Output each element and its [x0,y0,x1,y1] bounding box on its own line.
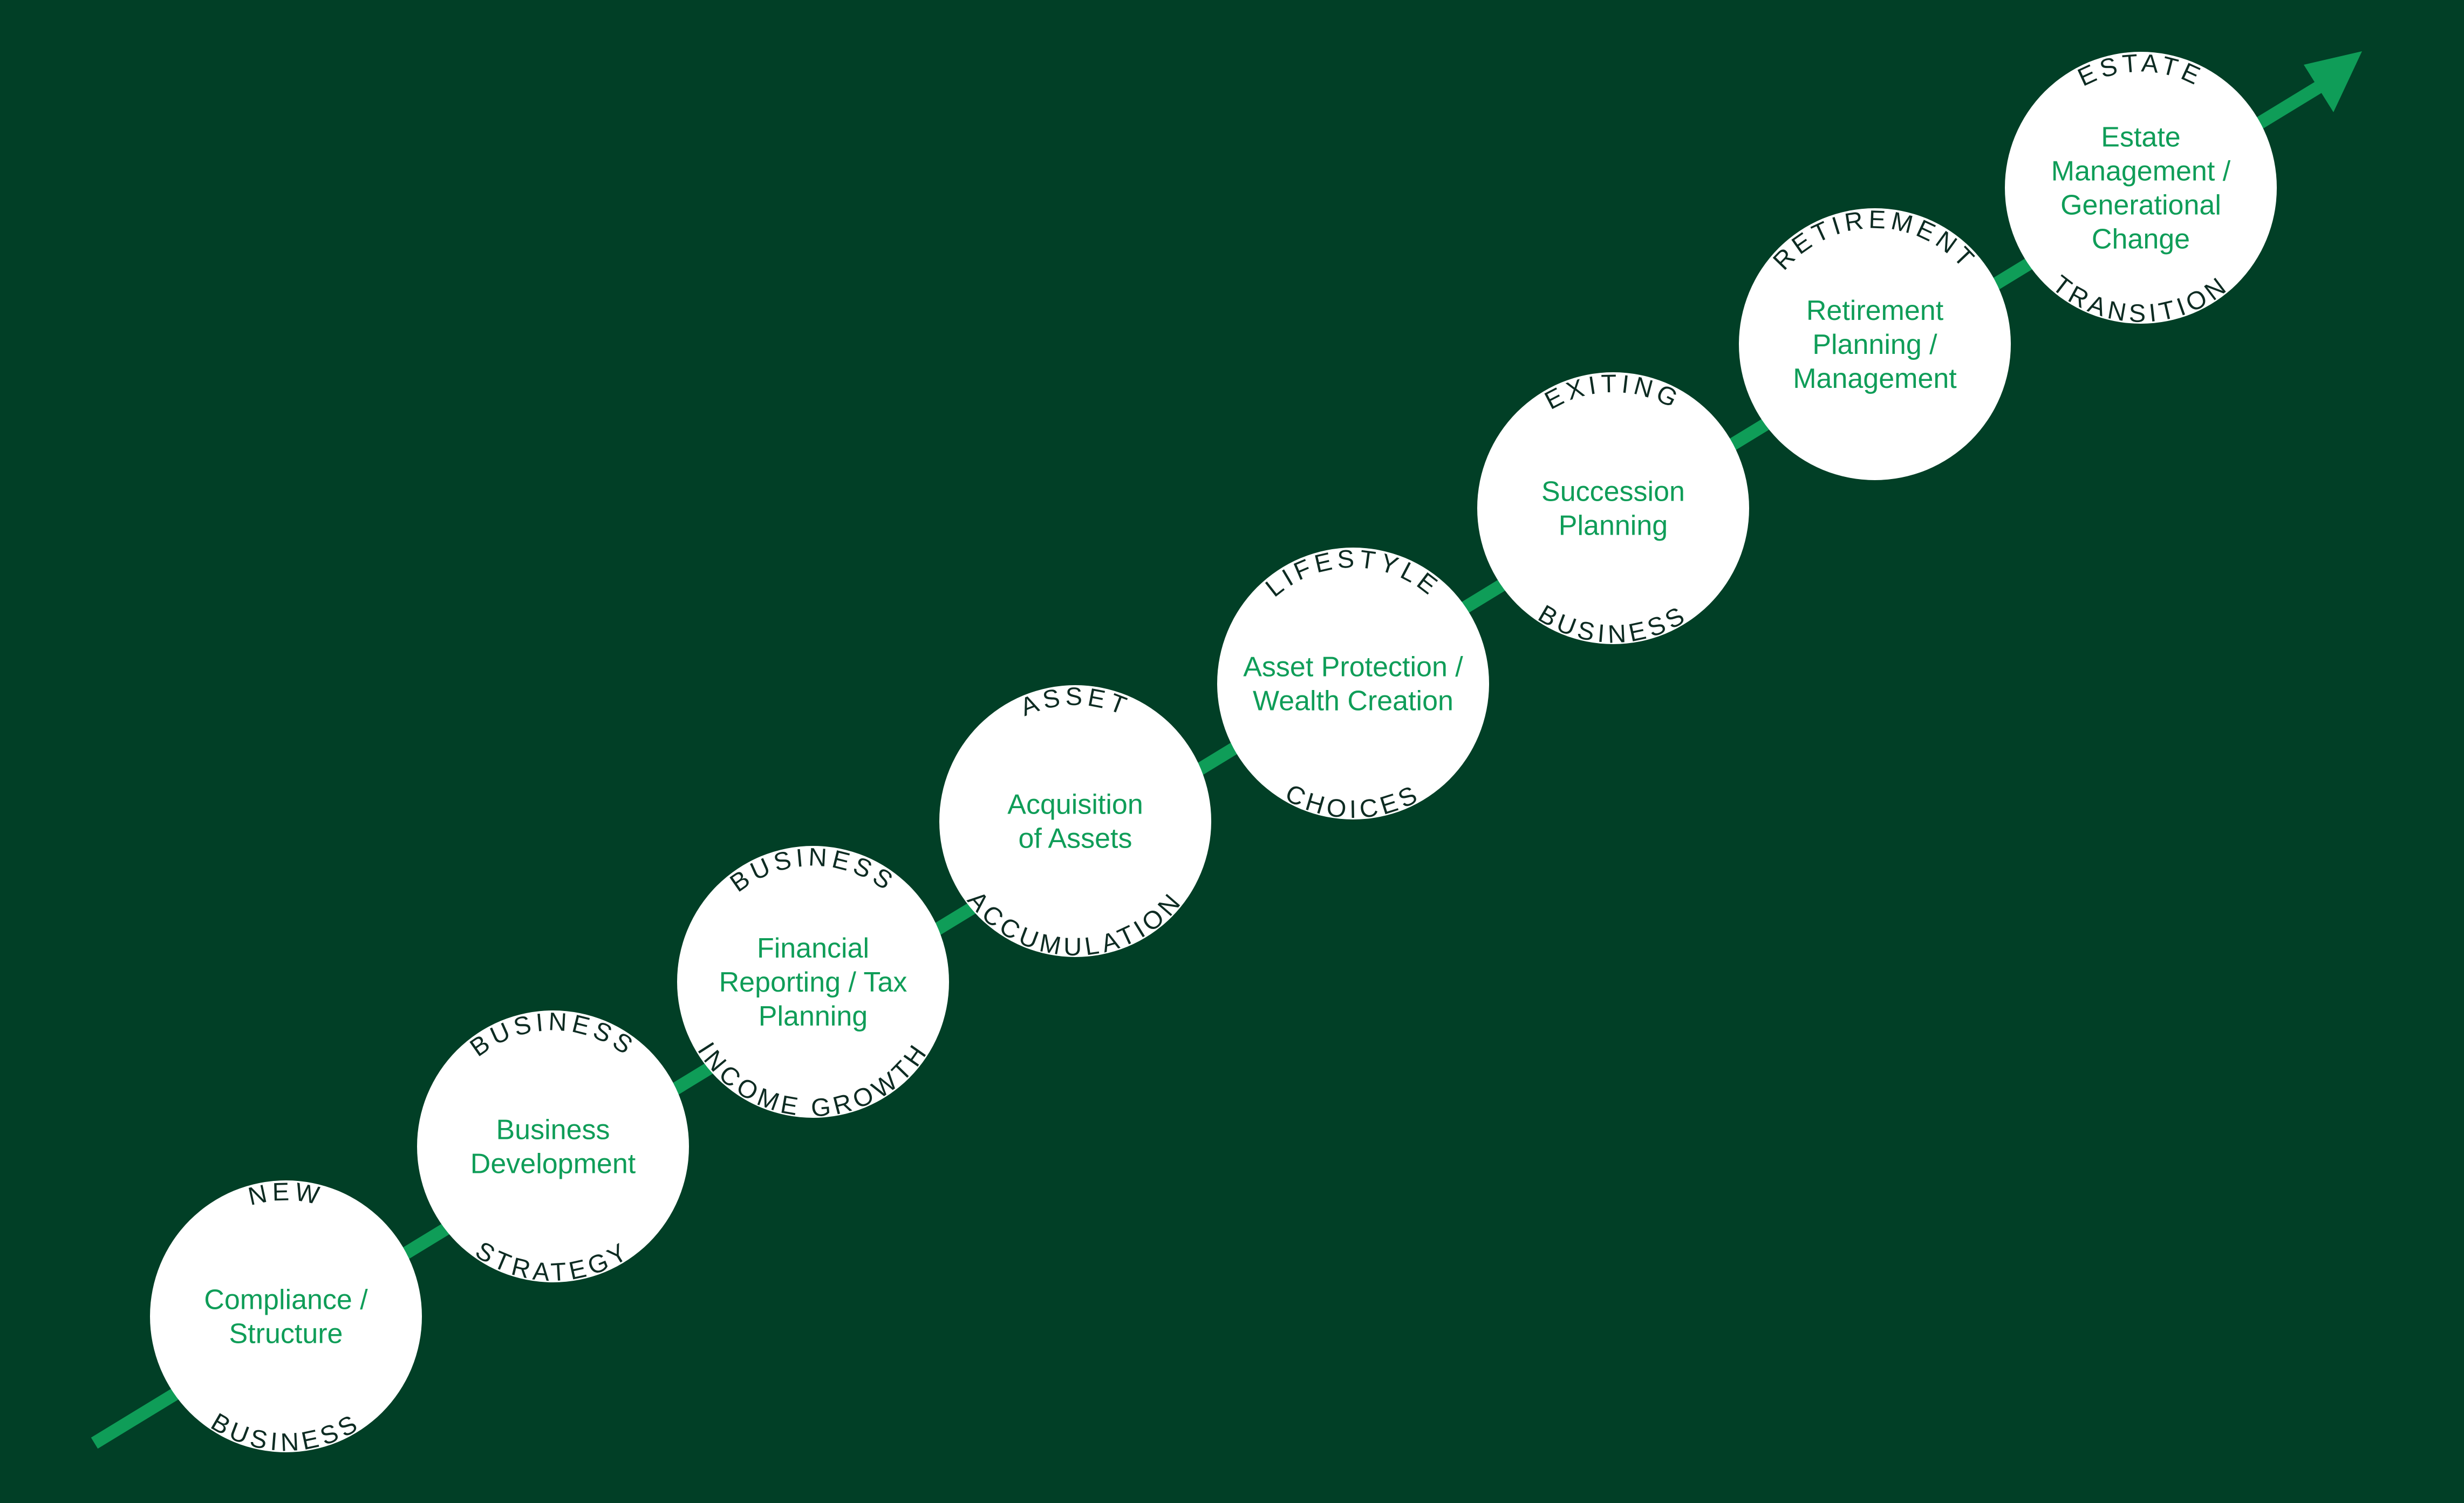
stage-circle [417,1010,689,1282]
arrow-head-icon [2304,51,2362,112]
stage-title-line: Business [496,1115,610,1146]
stage-title-line: Development [470,1149,636,1180]
stage-title-line: Planning [759,1001,868,1032]
stage-circle [1477,372,1749,644]
stage-title-line: Planning / [1812,329,1937,360]
stage-title-line: Structure [229,1318,343,1350]
stage-circle [1217,548,1489,819]
stage-title-line: Reporting / Tax [719,967,907,998]
stage-title-line: Asset Protection / [1243,652,1463,683]
stage-title-line: Wealth Creation [1253,686,1453,717]
stage-title-line: Planning [1559,510,1668,542]
stage-title-line: Estate [2101,122,2180,153]
stage-title-line: Management / [2051,156,2231,187]
stage-title-line: of Assets [1019,823,1132,855]
stage-title-line: Acquisition [1007,789,1143,821]
stage-circle [2005,52,2277,324]
stage-circle [677,846,949,1118]
stage-title-line: Financial [757,933,869,964]
stage-title-line: Compliance / [204,1285,368,1316]
stage-circle [150,1180,422,1452]
stage-title-line: Change [2092,224,2190,255]
stage-top-label: NEW [245,1177,326,1211]
stage-title-line: Retirement [1806,295,1944,326]
stage-title-line: Succession [1541,476,1685,508]
stage-title-line: Generational [2060,190,2221,221]
stage-circle [939,685,1211,957]
stage-circle [1739,208,2011,480]
stage-title-line: Management [1793,363,1957,394]
